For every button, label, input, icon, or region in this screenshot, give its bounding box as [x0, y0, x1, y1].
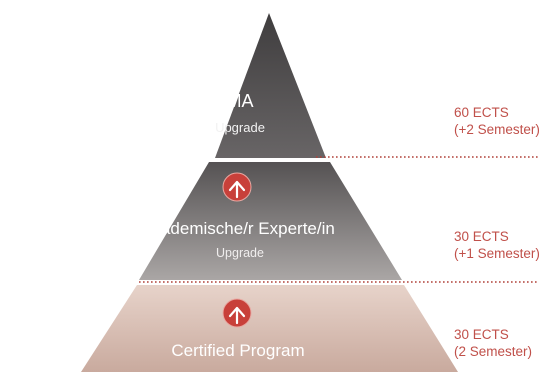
pyramid-tier-top: [215, 13, 326, 158]
pyramid-tier-bottom: [81, 285, 458, 372]
ects-annotation-bottom: 30 ECTS (2 Semester): [454, 326, 532, 360]
ects-semester: (+1 Semester): [454, 246, 539, 261]
ects-semester: (+2 Semester): [454, 122, 539, 137]
ects-value: 60 ECTS: [454, 105, 509, 120]
ects-annotation-top: 60 ECTS (+2 Semester): [454, 104, 539, 138]
tier-middle-subtitle: Upgrade: [216, 246, 264, 260]
ects-semester: (2 Semester): [454, 344, 533, 359]
pyramid-tier-middle: [139, 162, 402, 280]
ects-value: 30 ECTS: [454, 327, 509, 342]
tier-top-subtitle: Upgrade: [215, 120, 265, 135]
up-arrow-circle-icon: [222, 298, 252, 328]
up-arrow-circle-icon: [222, 172, 252, 202]
tier-middle-title: Akademische/r Experte/in: [141, 219, 335, 238]
ects-annotation-middle: 30 ECTS (+1 Semester): [454, 228, 539, 262]
tier-top-title: MA: [226, 91, 254, 111]
ects-value: 30 ECTS: [454, 229, 509, 244]
tier-bottom-title: Certified Program: [171, 341, 305, 360]
